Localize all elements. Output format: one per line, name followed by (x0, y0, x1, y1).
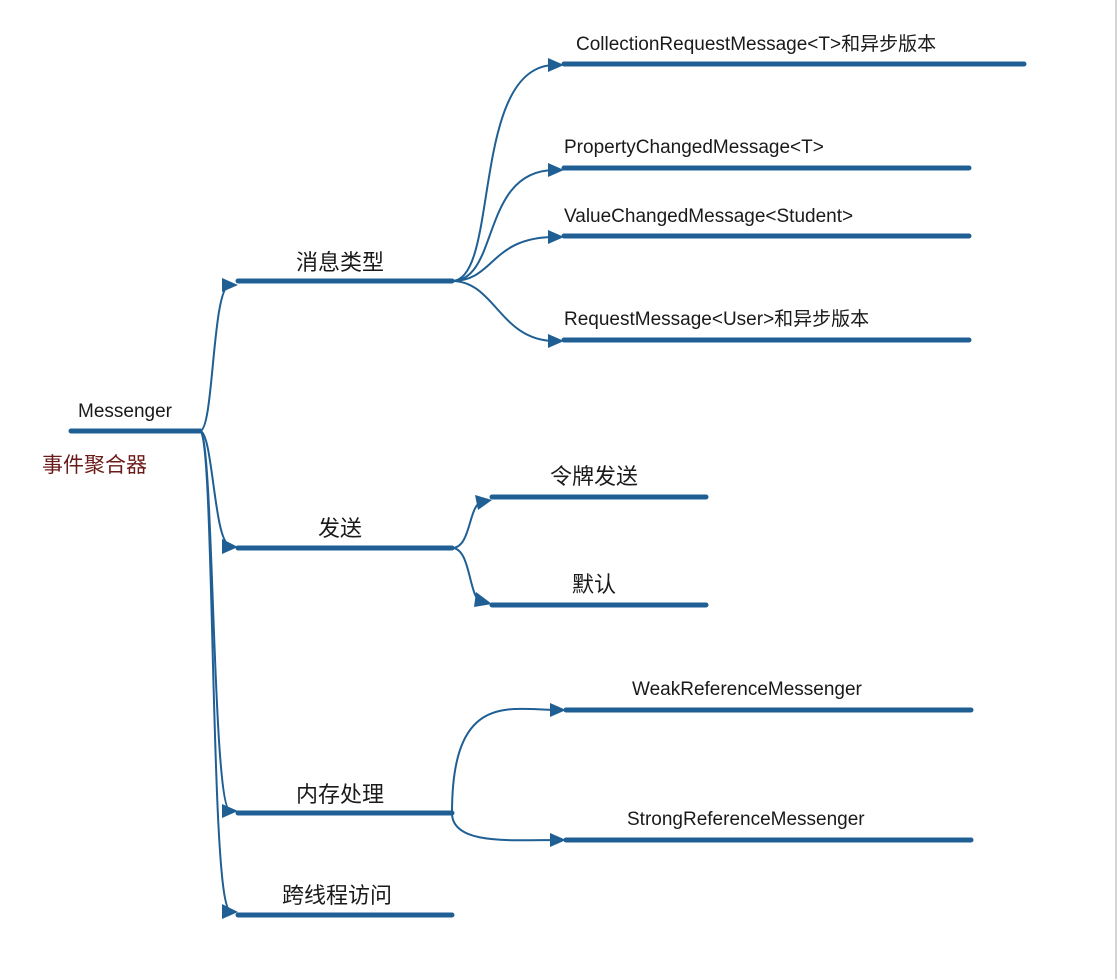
root-label: Messenger (78, 401, 172, 422)
arrowhead-branch-0-child-3 (548, 334, 564, 348)
arrowhead-branch-1-child-0 (475, 495, 492, 510)
branch-2-label: 内存处理 (296, 782, 385, 807)
branch-0-child-2-label: ValueChangedMessage<Student> (564, 206, 854, 227)
connector-branch-2-child-1 (451, 812, 559, 842)
branch-2-child-1-label: StrongReferenceMessenger (627, 809, 865, 830)
branch-0-label: 消息类型 (296, 250, 385, 275)
branch-1-child-0-label: 令牌发送 (550, 464, 639, 489)
arrowhead-branch-2 (222, 804, 238, 818)
connector-branch-2-child-0 (451, 707, 559, 814)
arrowhead-branch-0 (222, 278, 238, 292)
arrowhead-branch-0-child-2 (548, 230, 564, 244)
branch-2-child-0-label: WeakReferenceMessenger (632, 679, 862, 700)
branch-0-child-3-label: RequestMessage<User>和异步版本 (564, 309, 870, 330)
arrowhead-branch-3 (222, 904, 238, 919)
right-border (1115, 0, 1117, 979)
arrowhead-branch-2-child-1 (550, 833, 566, 847)
connector-root-to-branch-3 (199, 430, 231, 911)
connector-branch-0-child-2 (451, 236, 556, 282)
arrowhead-branch-1-child-1 (474, 592, 492, 607)
arrowhead-branch-1 (222, 539, 238, 554)
arrowhead-branch-0-child-1 (548, 163, 564, 177)
connector-branch-0-child-3 (451, 280, 556, 342)
arrowhead-branch-2-child-0 (550, 703, 566, 717)
connector-branch-0-child-0 (451, 64, 556, 282)
branch-0-child-1-label: PropertyChangedMessage<T> (564, 137, 824, 158)
connector-branch-0-child-1 (451, 169, 556, 282)
root-sublabel: 事件聚合器 (42, 454, 147, 477)
branch-1-child-1-label: 默认 (572, 572, 617, 597)
branch-3-label: 跨线程访问 (282, 883, 393, 908)
connector-root-to-branch-0 (199, 284, 231, 432)
branch-1-label: 发送 (318, 516, 363, 541)
branch-0-child-0-label: CollectionRequestMessage<T>和异步版本 (576, 34, 937, 55)
arrowhead-branch-0-child-0 (548, 58, 564, 72)
